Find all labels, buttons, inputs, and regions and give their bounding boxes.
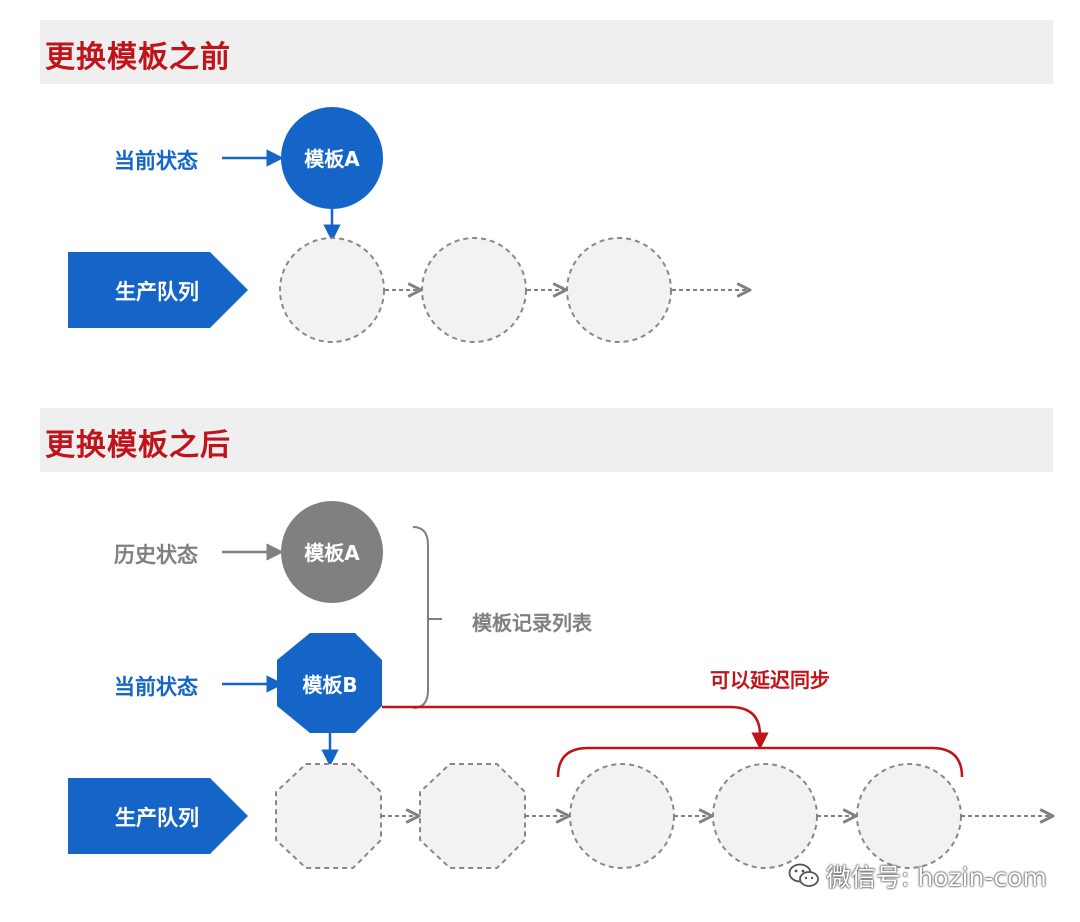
template-b-label: 模板B bbox=[302, 673, 357, 697]
template-b-node bbox=[277, 633, 382, 733]
queue-slot-3-after bbox=[569, 763, 675, 869]
queue-slot-2-before bbox=[421, 237, 527, 343]
queue-slot-1-before bbox=[279, 237, 385, 343]
template-a-node-after bbox=[281, 501, 383, 603]
current-state-label-before: 当前状态 bbox=[114, 149, 198, 173]
production-queue-label-before: 生产队列 bbox=[115, 280, 199, 304]
wechat-icon bbox=[788, 863, 819, 887]
production-queue-banner-after bbox=[68, 778, 248, 854]
template-a-label-before: 模板A bbox=[304, 147, 360, 171]
section-title-after: 更换模板之后 bbox=[45, 428, 231, 463]
section-header-before: 更换模板之前 bbox=[40, 20, 1053, 84]
section-header-after: 更换模板之后 bbox=[40, 408, 1053, 472]
production-queue-banner-before bbox=[68, 252, 248, 328]
template-a-label-after: 模板A bbox=[304, 541, 360, 565]
queue-slot-3-before bbox=[566, 237, 672, 343]
watermark-text: 微信号: hozin-com bbox=[826, 863, 1047, 892]
watermark: 微信号: hozin-com bbox=[788, 858, 1047, 894]
delay-sync-bracket bbox=[556, 746, 964, 778]
queue-slot-2-after bbox=[419, 763, 526, 869]
queue-slot-1-after bbox=[275, 763, 382, 869]
history-state-label: 历史状态 bbox=[114, 543, 198, 567]
current-state-label-after: 当前状态 bbox=[114, 675, 198, 699]
record-list-brace bbox=[412, 526, 429, 709]
delay-sync-arrow bbox=[382, 705, 769, 750]
queue-slot-4-after bbox=[712, 763, 818, 869]
section-title-before: 更换模板之前 bbox=[45, 40, 231, 75]
delay-sync-label: 可以延迟同步 bbox=[710, 668, 830, 692]
queue-slot-5-after bbox=[856, 763, 962, 869]
production-queue-label-after: 生产队列 bbox=[115, 806, 199, 830]
template-a-node-before bbox=[281, 107, 383, 209]
record-list-label: 模板记录列表 bbox=[472, 611, 592, 635]
